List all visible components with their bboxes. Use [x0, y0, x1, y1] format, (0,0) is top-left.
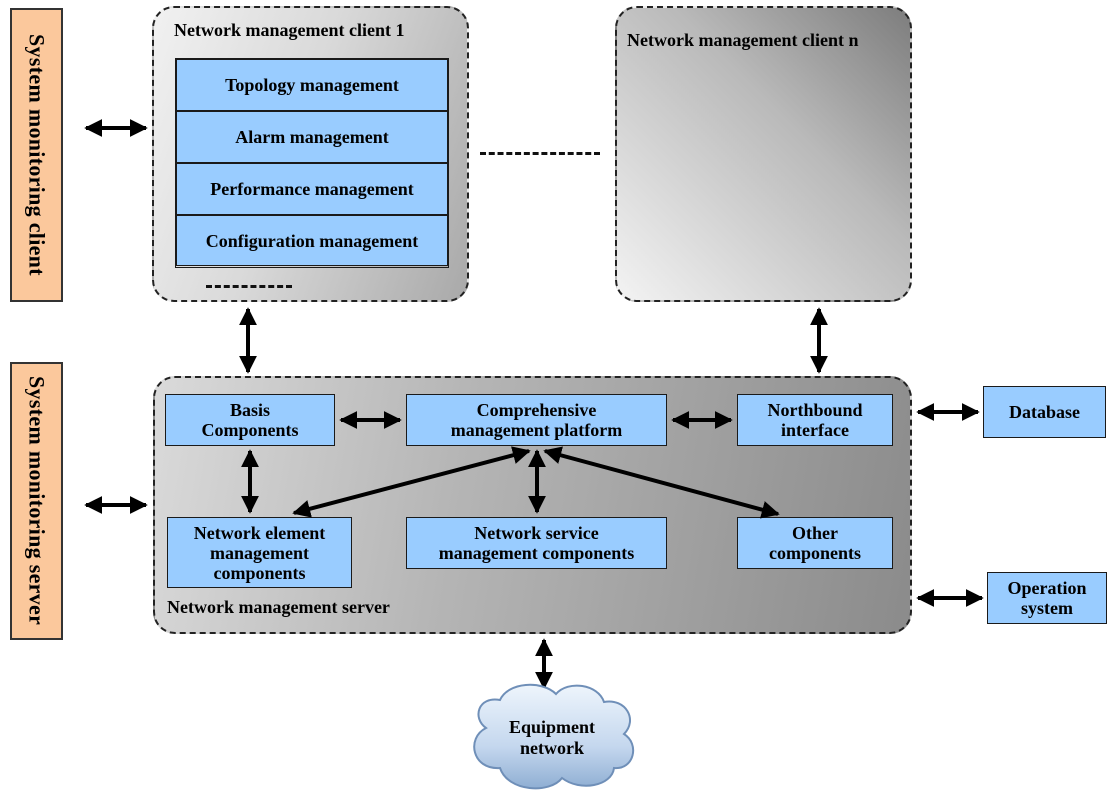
operation-system-box: Operation system [987, 572, 1107, 624]
arrow-platform-to-ne [292, 446, 531, 518]
module-performance-management: Performance management [176, 163, 448, 215]
network-management-client-1: Network management client 1 Topology man… [152, 6, 469, 302]
other-components-box: Other components [737, 517, 893, 569]
network-service-management-components-box: Network service management components [406, 517, 667, 569]
equipment-network-label: Equipment network [508, 717, 596, 758]
module-topology-management: Topology management [176, 59, 448, 111]
comprehensive-management-platform-box: Comprehensive management platform [406, 394, 667, 446]
client-1-title: Network management client 1 [174, 20, 405, 40]
system-monitoring-client-label: System monitoring client [10, 8, 63, 302]
network-element-management-components-box: Network element management components [167, 517, 352, 588]
arrow-platform-to-other [543, 446, 780, 519]
basis-components-box: Basis Components [165, 394, 335, 446]
northbound-interface-box: Northbound interface [737, 394, 893, 446]
server-title: Network management server [167, 597, 390, 617]
network-management-client-n: Network management client n [615, 6, 912, 302]
client-1-module-stack: Topology management Alarm management Per… [175, 58, 449, 268]
database-box: Database [983, 386, 1106, 438]
system-monitoring-server-label: System monitoring server [10, 362, 63, 640]
client-1-more-dots [206, 285, 292, 288]
module-configuration-management: Configuration management [176, 215, 448, 266]
client-n-title: Network management client n [627, 30, 859, 50]
module-alarm-management: Alarm management [176, 111, 448, 163]
equipment-cloud-shape [473, 683, 634, 790]
clients-ellipsis-dots [480, 152, 600, 155]
